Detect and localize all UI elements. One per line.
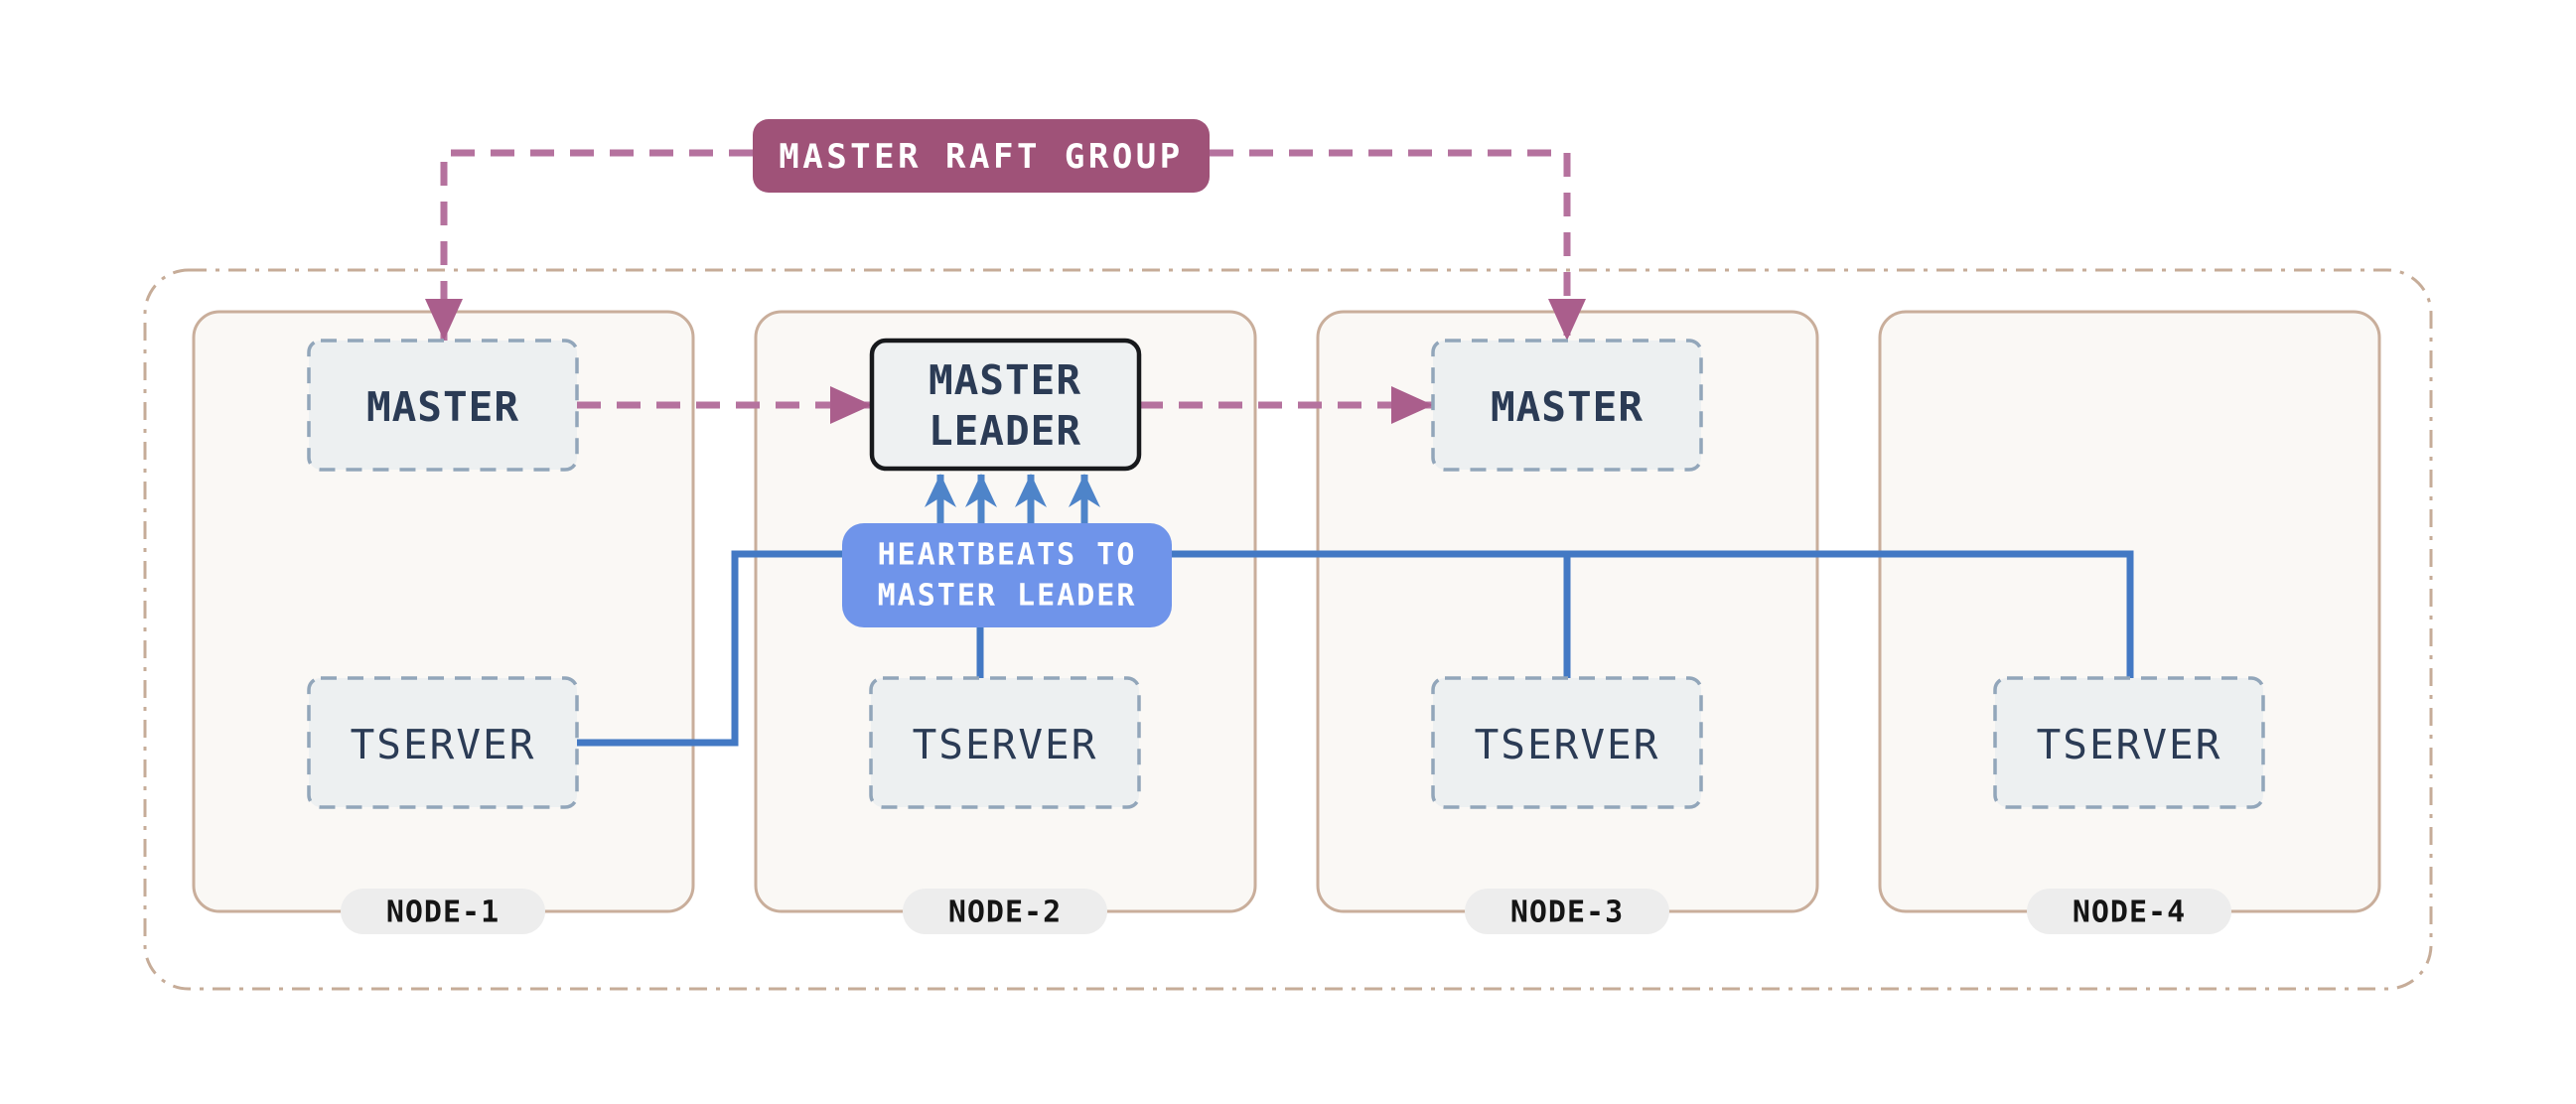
raft-link-badge-to-master-1: [425, 149, 753, 341]
master-3-label: MASTER: [1491, 383, 1644, 431]
node-3-pill: [1465, 889, 1669, 934]
master-leader-box: [869, 338, 1142, 472]
tserver-3-label: TSERVER: [1475, 721, 1660, 768]
tserver-4-box: [1993, 676, 2265, 809]
master-leader-label-line1: MASTER: [929, 356, 1081, 404]
master-raft-group-badge: [753, 119, 1210, 193]
master-leader-label-line2: LEADER: [929, 407, 1081, 455]
node-4-label: NODE-4: [2073, 896, 2186, 930]
heartbeats-callout-box: [842, 523, 1172, 627]
heartbeats-label-line2: MASTER LEADER: [878, 579, 1137, 614]
cluster-boundary: [143, 268, 2433, 991]
node-1-label: NODE-1: [386, 896, 500, 930]
master-1-box: [307, 339, 579, 472]
master-raft-group-badge-label: MASTER RAFT GROUP: [779, 137, 1184, 177]
master-1-label: MASTER: [366, 383, 519, 431]
tserver-2-box: [869, 676, 1141, 809]
node-1-pill: [341, 889, 545, 934]
node-2-label: NODE-2: [948, 896, 1062, 930]
tserver-4-label: TSERVER: [2037, 721, 2222, 768]
heartbeats-label-line1: HEARTBEATS TO: [878, 538, 1137, 573]
master-3-box: [1431, 339, 1703, 472]
heartbeat-line-tserver-1: [571, 550, 846, 747]
raft-link-badge-to-master-3: [1210, 149, 1586, 341]
tserver-1-label: TSERVER: [351, 721, 536, 768]
tserver-3-box: [1431, 676, 1703, 809]
tserver-2-label: TSERVER: [913, 721, 1098, 768]
node-4-pill: [2027, 889, 2231, 934]
node-3-label: NODE-3: [1510, 896, 1624, 930]
node-2-pill: [903, 889, 1107, 934]
heartbeat-line-right-bus: [1168, 550, 2134, 685]
tserver-1-box: [307, 676, 579, 809]
